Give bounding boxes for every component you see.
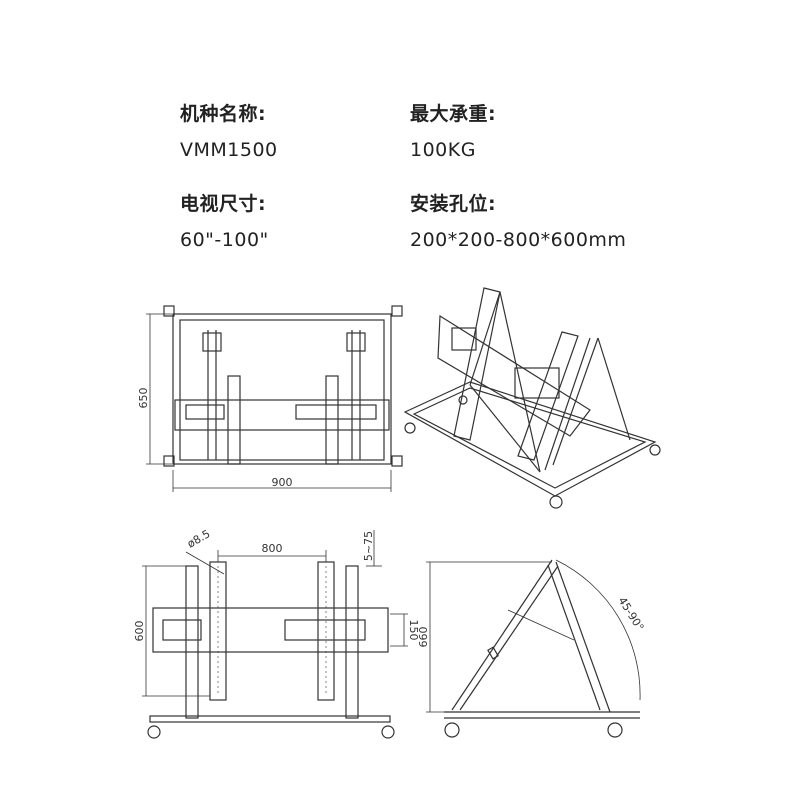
load-value: 100KG [410, 139, 476, 161]
side-view-drawing [426, 559, 641, 738]
size-label: 电视尺寸: [180, 193, 267, 215]
top-view-drawing [146, 305, 403, 492]
tilt-angle-dim: 45-90° [615, 595, 646, 634]
top-width-dim: 900 [272, 476, 293, 489]
front-height-dim: 600 [133, 621, 146, 642]
holes-label: 安装孔位: [410, 193, 497, 215]
front-view-drawing [142, 530, 408, 739]
size-value: 60"-100" [180, 229, 269, 251]
hole-diameter-dim: ø8.5 [185, 527, 212, 550]
bracket-height-dim: 150 [407, 620, 420, 641]
offset-dim: 5~75 [362, 531, 375, 561]
perspective-view-drawing [403, 287, 661, 509]
model-label: 机种名称: [180, 103, 267, 125]
side-height-dim: 660 [417, 627, 430, 648]
model-value: VMM1500 [180, 139, 278, 161]
holes-value: 200*200-800*600mm [410, 229, 627, 251]
top-height-dim: 650 [137, 388, 150, 409]
load-label: 最大承重: [410, 103, 497, 125]
arm-spacing-dim: 800 [262, 542, 283, 555]
